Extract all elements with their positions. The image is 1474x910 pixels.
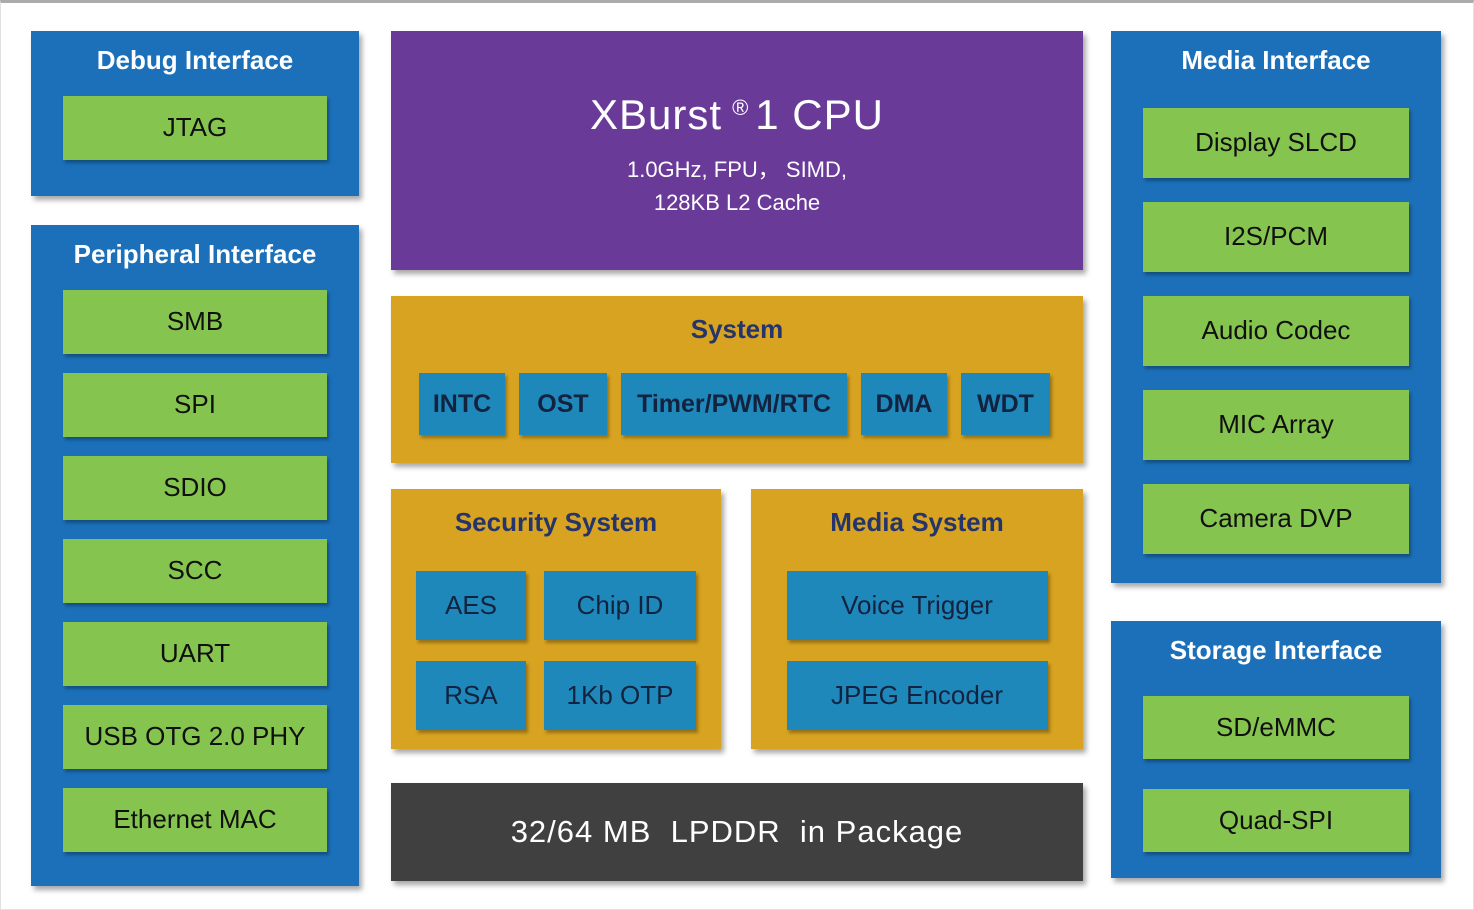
timer-pwm-rtc-box: Timer/PWM/RTC: [621, 373, 847, 435]
security-system-panel: Security System AES Chip ID RSA 1Kb OTP: [391, 489, 721, 749]
cpu-title: XBurst ®1 CPU: [391, 31, 1083, 137]
mic-array-box: MIC Array: [1143, 390, 1409, 460]
rsa-box: RSA: [416, 661, 526, 730]
debug-interface-items: JTAG: [63, 96, 327, 160]
cpu-spec-line-2: 128KB L2 Cache: [653, 190, 821, 215]
debug-interface-panel: Debug Interface JTAG: [31, 31, 359, 196]
system-title: System: [690, 314, 784, 344]
media-system-title: Media System: [830, 507, 1004, 537]
storage-interface-title: Storage Interface: [1169, 635, 1383, 665]
registered-trademark-mark: ®: [732, 95, 750, 120]
quad-spi-box: Quad-SPI: [1143, 789, 1409, 852]
media-interface-panel: Media Interface Display SLCD I2S/PCM Aud…: [1111, 31, 1441, 583]
otp-box: 1Kb OTP: [544, 661, 696, 730]
memory-label: 32/64 MB LPDDR in Package: [510, 814, 964, 849]
security-system-items: AES Chip ID RSA 1Kb OTP: [416, 571, 721, 730]
media-interface-title: Media Interface: [1181, 45, 1371, 75]
usb-otg-phy-box: USB OTG 2.0 PHY: [63, 705, 327, 769]
wdt-box: WDT: [961, 373, 1050, 435]
intc-box: INTC: [419, 373, 505, 435]
smb-box: SMB: [63, 290, 327, 354]
storage-interface-panel: Storage Interface SD/eMMC Quad-SPI: [1111, 621, 1441, 878]
audio-codec-box: Audio Codec: [1143, 296, 1409, 366]
jpeg-encoder-box: JPEG Encoder: [786, 661, 1048, 730]
ethernet-mac-box: Ethernet MAC: [63, 788, 327, 852]
debug-interface-title: Debug Interface: [96, 45, 294, 75]
voice-trigger-box: Voice Trigger: [786, 571, 1048, 640]
sdio-box: SDIO: [63, 456, 327, 520]
dma-box: DMA: [861, 373, 947, 435]
system-panel: System INTC OST Timer/PWM/RTC DMA WDT: [391, 296, 1083, 463]
i2s-pcm-box: I2S/PCM: [1143, 202, 1409, 272]
ost-box: OST: [519, 373, 607, 435]
sd-emmc-box: SD/eMMC: [1143, 696, 1409, 759]
media-system-items: Voice Trigger JPEG Encoder: [786, 571, 1048, 730]
media-interface-items: Display SLCD I2S/PCM Audio Codec MIC Arr…: [1143, 108, 1409, 554]
peripheral-interface-items: SMB SPI SDIO SCC UART USB OTG 2.0 PHY Et…: [63, 290, 327, 852]
aes-box: AES: [416, 571, 526, 640]
peripheral-interface-title: Peripheral Interface: [73, 239, 317, 269]
display-slcd-box: Display SLCD: [1143, 108, 1409, 178]
camera-dvp-box: Camera DVP: [1143, 484, 1409, 554]
cpu-name: XBurst: [590, 91, 723, 138]
scc-box: SCC: [63, 539, 327, 603]
system-items: INTC OST Timer/PWM/RTC DMA WDT: [419, 373, 1083, 435]
chip-id-box: Chip ID: [544, 571, 696, 640]
cpu-name-suffix: 1 CPU: [755, 91, 884, 138]
media-system-panel: Media System Voice Trigger JPEG Encoder: [751, 489, 1083, 749]
uart-box: UART: [63, 622, 327, 686]
storage-interface-items: SD/eMMC Quad-SPI: [1143, 696, 1409, 852]
cpu-block: XBurst ®1 CPU 1.0GHz, FPU， SIMD, 128KB L2…: [391, 31, 1083, 270]
cpu-specs: 1.0GHz, FPU， SIMD, 128KB L2 Cache: [391, 153, 1083, 219]
memory-block: 32/64 MB LPDDR in Package: [391, 783, 1083, 881]
peripheral-interface-panel: Peripheral Interface SMB SPI SDIO SCC UA…: [31, 225, 359, 886]
cpu-spec-line-1: 1.0GHz, FPU， SIMD,: [626, 157, 848, 182]
spi-box: SPI: [63, 373, 327, 437]
jtag-box: JTAG: [63, 96, 327, 160]
security-system-title: Security System: [454, 507, 658, 537]
